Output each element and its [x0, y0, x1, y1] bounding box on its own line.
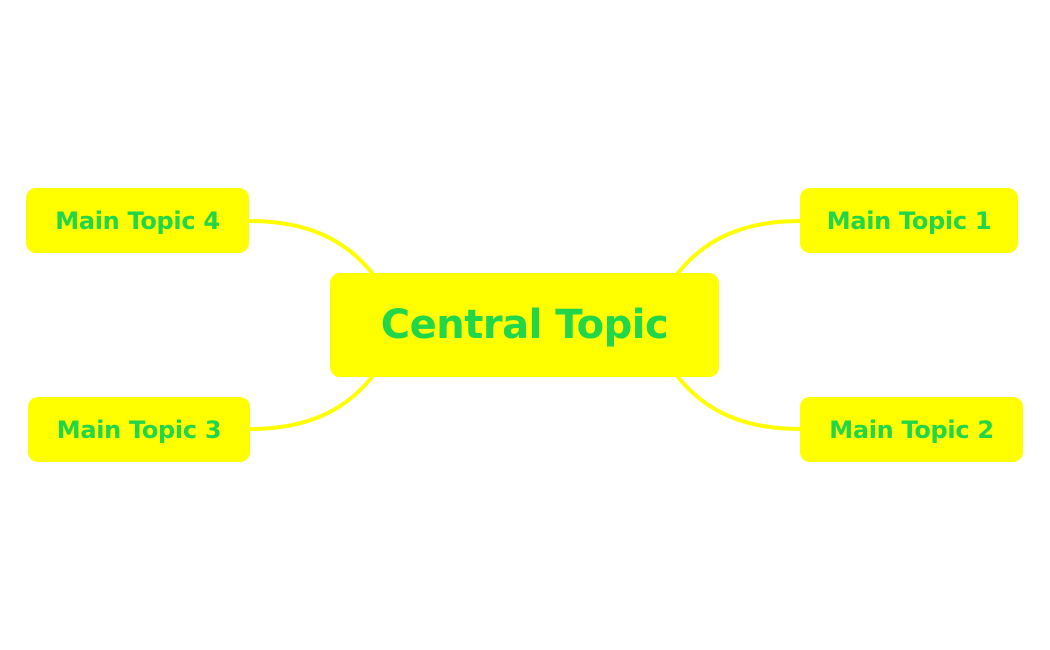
- connector-topic-2: [676, 375, 802, 431]
- main-topic-4[interactable]: Main Topic 4: [26, 188, 249, 253]
- central-topic-label: Central Topic: [380, 302, 669, 348]
- main-topic-2-label: Main Topic 2: [829, 415, 994, 444]
- connector-topic-4: [247, 219, 374, 275]
- main-topic-1-label: Main Topic 1: [826, 206, 992, 235]
- main-topic-3[interactable]: Main Topic 3: [28, 397, 250, 462]
- connector-topic-1: [676, 219, 802, 275]
- main-topic-3-label: Main Topic 3: [56, 415, 222, 444]
- main-topic-4-label: Main Topic 4: [55, 206, 220, 235]
- main-topic-1[interactable]: Main Topic 1: [800, 188, 1018, 253]
- central-topic[interactable]: Central Topic: [330, 273, 719, 377]
- connector-topic-3: [248, 375, 374, 431]
- main-topic-2[interactable]: Main Topic 2: [800, 397, 1023, 462]
